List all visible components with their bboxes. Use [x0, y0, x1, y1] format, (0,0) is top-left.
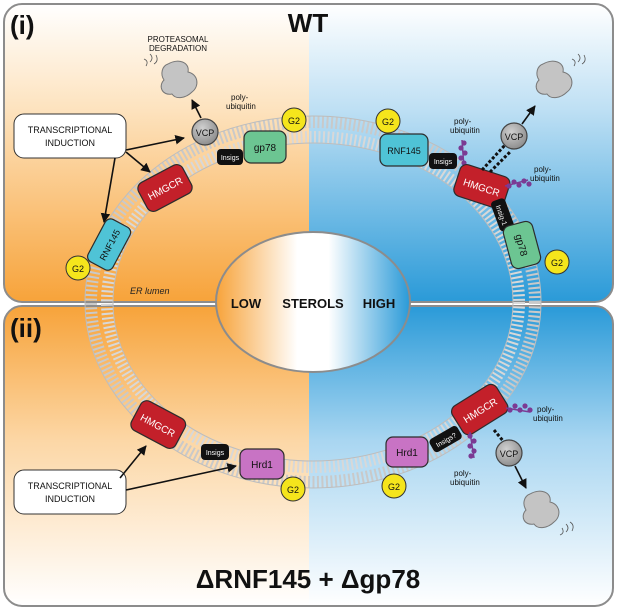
svg-text:TRANSCRIPTIONAL: TRANSCRIPTIONAL — [28, 481, 113, 491]
svg-text:G2: G2 — [382, 117, 394, 127]
insigs-bottom-low: Insigs — [201, 444, 229, 460]
poly-ubiquitin-label-bottom-high-1: poly- — [537, 405, 555, 414]
ubiquitin-chain-bottom-high-2 — [467, 431, 477, 459]
low-label: LOW — [231, 296, 262, 311]
proteasome-icon-top-high — [535, 53, 586, 99]
rnf145-top-low: RNF145 — [87, 218, 132, 271]
vcp-degradation-arrow-top — [191, 99, 202, 119]
induction-arrows-bottom — [119, 445, 237, 491]
insig1-top-high: Insig-1 — [491, 198, 514, 232]
hrd1-bottom-low: Hrd1 — [239, 448, 285, 480]
g2-bottom-high: G2 — [381, 473, 407, 499]
poly-ubiquitin-label-bottom-high-2: poly- — [454, 469, 472, 478]
vcp-icon-top-high: VCP — [500, 122, 528, 150]
hmgcr-top-high: HMGCR — [453, 163, 511, 209]
svg-text:INDUCTION: INDUCTION — [45, 494, 95, 504]
g2-top-high-right: G2 — [544, 249, 570, 275]
insigs-top-high: Insigs — [429, 153, 457, 169]
proteasome-icon-bottom-high — [522, 490, 574, 536]
proteasomal-label: PROTEASOMAL — [148, 35, 209, 44]
transcriptional-induction-box-top: TRANSCRIPTIONAL INDUCTION — [13, 113, 127, 159]
svg-text:Insigs: Insigs — [221, 155, 240, 162]
svg-text:INDUCTION: INDUCTION — [45, 138, 95, 148]
ubiquitin-chain-top-high-1 — [458, 139, 468, 169]
vcp-icon-top-low: VCP — [191, 118, 219, 146]
panel-label-top: (i) — [10, 10, 35, 40]
svg-text:Insigs: Insigs — [434, 159, 453, 166]
svg-text:ubiquitin: ubiquitin — [226, 102, 256, 111]
svg-text:G2: G2 — [551, 258, 563, 268]
svg-text:VCP: VCP — [196, 128, 215, 138]
poly-ubiquitin-label-top-high-2: poly- — [534, 165, 552, 174]
svg-text:ubiquitin: ubiquitin — [450, 126, 480, 135]
vcp-bonds-bottom-high — [492, 429, 506, 443]
insigs-top-low: Insigs — [217, 149, 243, 165]
poly-ubiquitin-label-top-high-1: poly- — [454, 117, 472, 126]
panel-title-top: WT — [288, 8, 329, 38]
er-membrane — [84, 115, 542, 489]
svg-text:G2: G2 — [388, 482, 400, 492]
hrd1-bottom-high: Hrd1 — [385, 436, 429, 468]
g2-top-low-left: G2 — [65, 255, 91, 281]
gp78-top-low: gp78 — [243, 130, 287, 164]
svg-text:RNF145: RNF145 — [387, 146, 421, 156]
rnf145-top-high: RNF145 — [379, 133, 429, 167]
induction-arrows-top — [100, 135, 185, 223]
vcp-bonds-top-high — [480, 143, 512, 174]
g2-top-high-left: G2 — [375, 108, 401, 134]
high-label: HIGH — [363, 296, 396, 311]
er-lumen-label: ER lumen — [130, 286, 170, 296]
svg-text:Hrd1: Hrd1 — [251, 460, 273, 471]
gp78-top-high: gp78 — [502, 220, 542, 270]
svg-text:ubiquitin: ubiquitin — [450, 478, 480, 487]
panel-label-bottom: (ii) — [10, 313, 42, 343]
svg-text:DEGRADATION: DEGRADATION — [149, 44, 207, 53]
ubiquitin-chain-top-high-2 — [504, 178, 532, 189]
svg-text:G2: G2 — [288, 116, 300, 126]
g2-bottom-low: G2 — [280, 476, 306, 502]
svg-text:VCP: VCP — [505, 132, 524, 142]
vcp-degradation-arrow-top-high — [521, 105, 536, 125]
hmgcr-bottom-high: HMGCR — [450, 383, 509, 436]
svg-text:Insigs: Insigs — [206, 450, 225, 457]
vcp-icon-bottom-high: VCP — [495, 439, 523, 467]
svg-text:VCP: VCP — [500, 449, 519, 459]
hmgcr-bottom-low: HMGCR — [130, 400, 187, 449]
svg-text:G2: G2 — [72, 264, 84, 274]
svg-text:G2: G2 — [287, 485, 299, 495]
sterols-label: STEROLS — [282, 296, 344, 311]
transcriptional-induction-box-bottom: TRANSCRIPTIONAL INDUCTION — [13, 469, 127, 515]
sterols-oval — [215, 231, 411, 373]
g2-top-low-right: G2 — [281, 107, 307, 133]
svg-text:ubiquitin: ubiquitin — [533, 414, 563, 423]
proteasome-icon — [143, 53, 198, 99]
svg-text:TRANSCRIPTIONAL: TRANSCRIPTIONAL — [28, 125, 113, 135]
poly-ubiquitin-label-top-low: poly- — [231, 93, 249, 102]
svg-text:Hrd1: Hrd1 — [396, 448, 418, 459]
ubiquitin-chain-bottom-high-1 — [505, 403, 533, 413]
svg-text:ubiquitin: ubiquitin — [530, 174, 560, 183]
vcp-degradation-arrow-bottom-high — [514, 465, 527, 489]
hmgcr-top-low: HMGCR — [137, 164, 193, 212]
svg-text:gp78: gp78 — [254, 143, 277, 154]
panel-title-bottom: ΔRNF145 + Δgp78 — [196, 564, 421, 594]
